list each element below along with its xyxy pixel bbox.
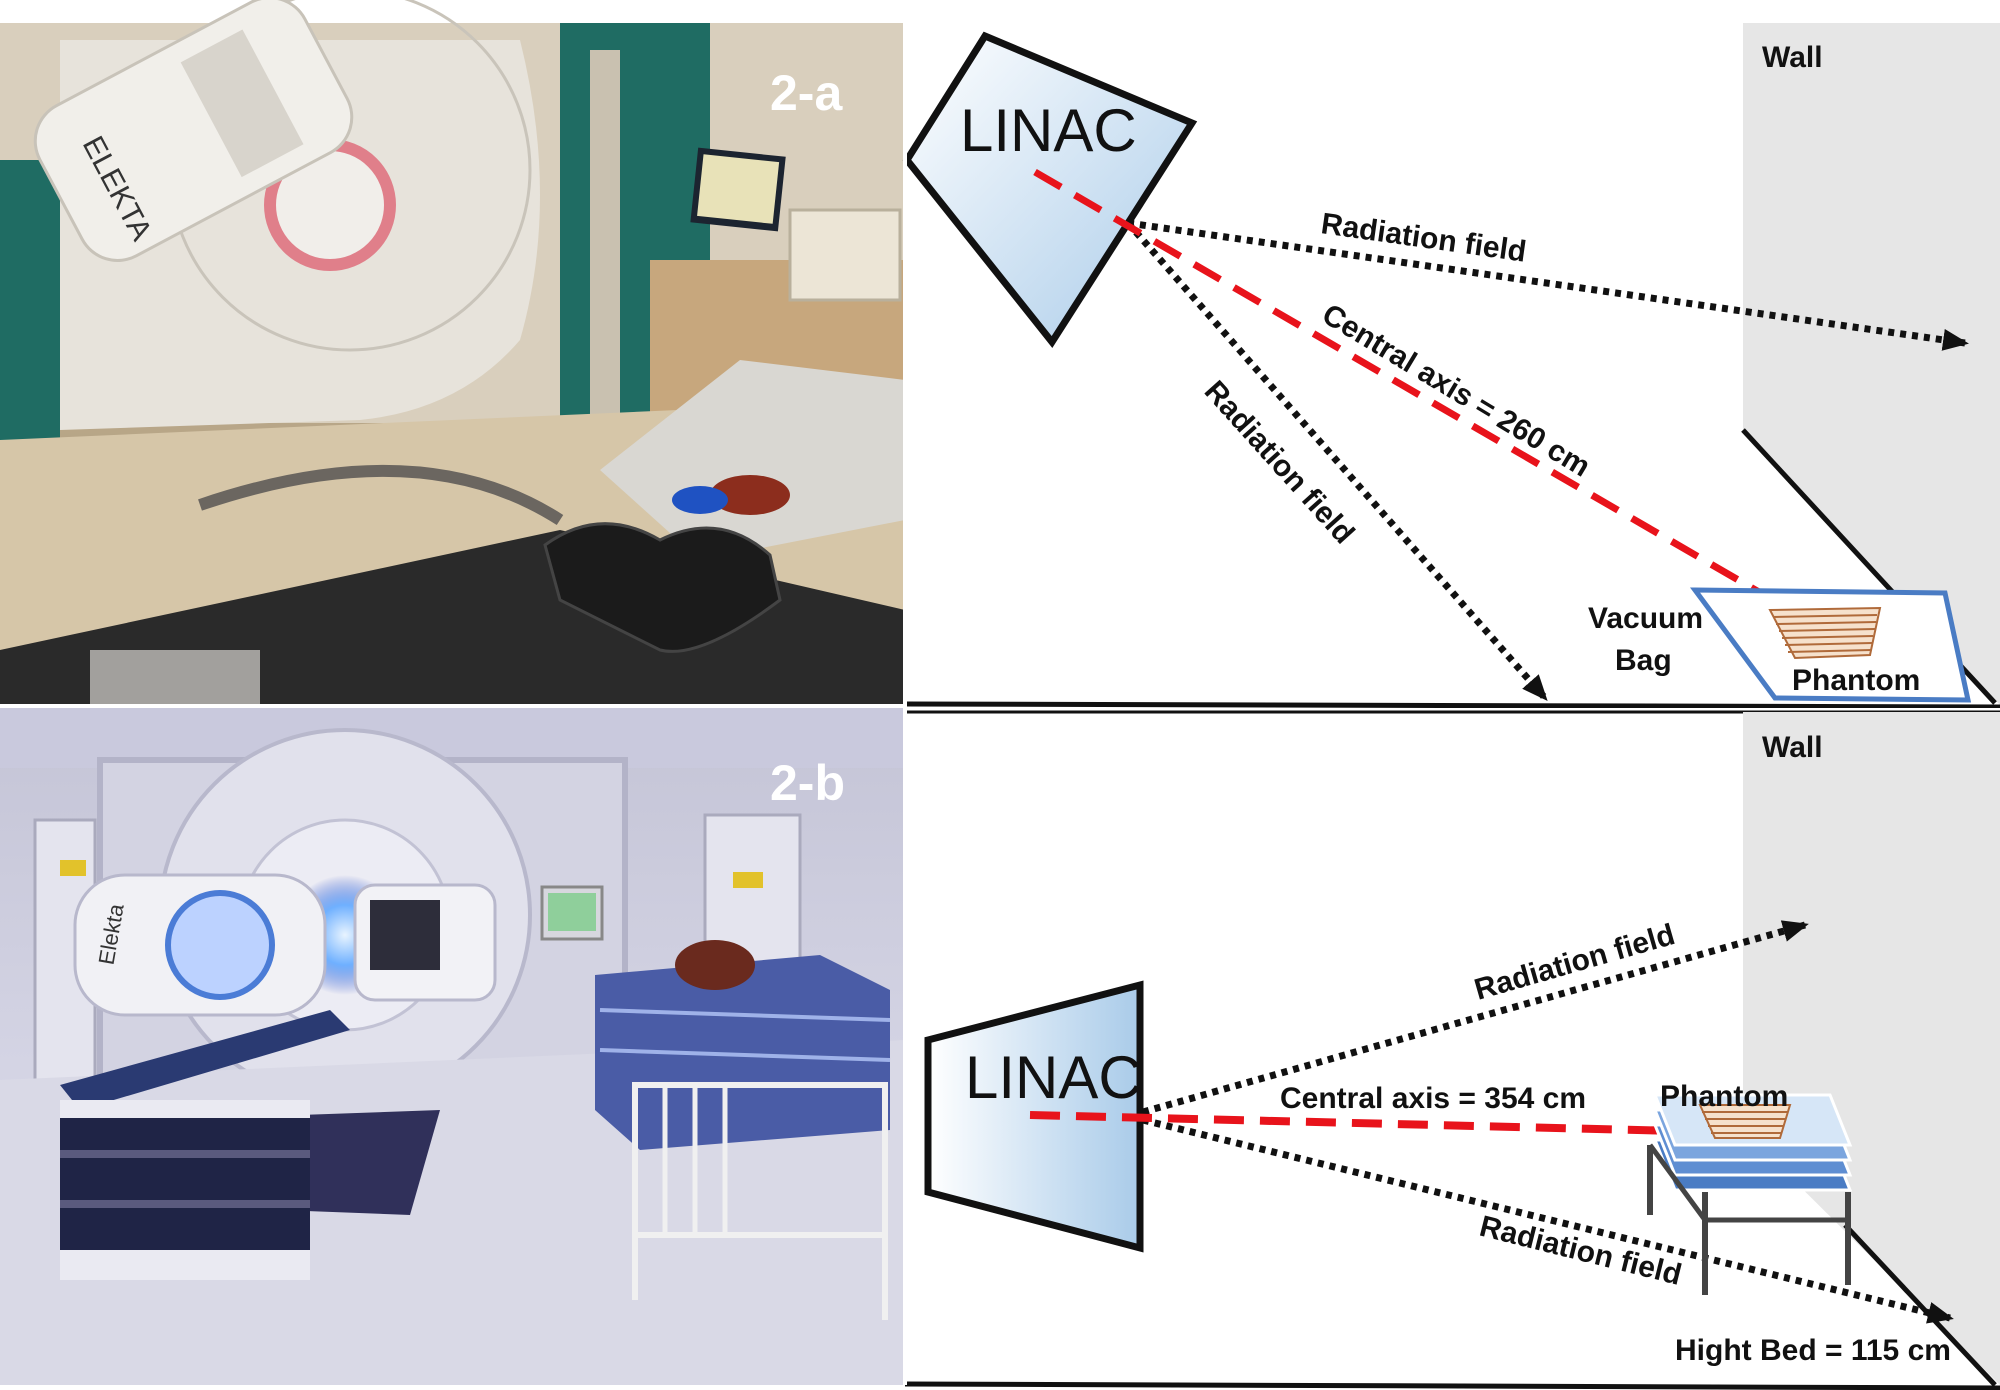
photo-2b-couch-stripe1: [60, 1100, 310, 1118]
vacuum-bag-label-2a: Vacuum: [1588, 602, 1703, 635]
table-rail-side: [1647, 1143, 1708, 1222]
phantom-layer-line: [1781, 635, 1874, 639]
wall-label-2a: Wall: [1762, 41, 1823, 74]
photo-2a-floor-ring: [198, 464, 564, 526]
photo-2b-phantom: [675, 940, 755, 990]
radiation-field-upper-label-2a: Radiation field: [1319, 207, 1528, 268]
phantom-layer-line: [1778, 628, 1876, 632]
central-axis-2b: [1029, 1111, 1761, 1137]
photo-2b-couch-top: [60, 1010, 350, 1110]
phantom-layer-line: [1784, 642, 1873, 646]
photo-2a-accessory: [90, 650, 260, 705]
photo-2b-couch-stripe3: [60, 1200, 310, 1208]
photo-2b-couch-base-foot: [60, 1250, 310, 1280]
central-axis-label-2a: Central axis = 260 cm: [1316, 298, 1595, 484]
photo-2a-gantry-head: ELEKTA: [33, 0, 354, 262]
photo-2a: ELEKTA 2-a: [0, 0, 905, 705]
wall-2a: [1743, 23, 2000, 705]
floor-line-2a: [904, 701, 2000, 710]
radiation-field-upper-2a: [1127, 219, 1969, 351]
vacuum-bag-label2-2a: Bag: [1615, 644, 1672, 677]
bed-height-label: Hight Bed = 115 cm: [1675, 1334, 1951, 1367]
photo-2b-mattress-line1: [599, 1008, 891, 1022]
photo-2b: Elekta 2-b: [0, 708, 905, 1385]
photo-2b-floor-plate: [280, 1110, 440, 1215]
phantom-layer-line: [1772, 614, 1878, 618]
photo-2a-monitor-screen: [697, 154, 780, 224]
diagram-2b: Wall LINAC Radiation field Central axis …: [904, 708, 2000, 1390]
linac-label-2b: LINAC: [965, 1044, 1142, 1111]
photo-2a-head-rest: [543, 522, 782, 653]
photo-2b-head-window: [165, 890, 275, 1000]
floor-line-2b: [904, 1381, 2000, 1390]
photo-2b-warning-right: [733, 872, 763, 888]
phantom-layer-line: [1787, 649, 1872, 653]
photo-2b-warning-left: [60, 860, 86, 876]
phantom-label-2a: Phantom: [1792, 664, 1920, 697]
linac-label-2a: LINAC: [960, 97, 1137, 164]
photo-2b-mattress-line2: [599, 1048, 891, 1062]
central-axis-label-2b: Central axis = 354 cm: [1280, 1082, 1586, 1115]
photo-2b-mattress-stack: [595, 955, 890, 1150]
photo-2a-wall-box: [788, 208, 902, 302]
phantom-layer-line: [1775, 621, 1877, 625]
phantom-label-2b: Phantom: [1660, 1080, 1788, 1113]
photo-2b-imager-panel: [370, 900, 440, 970]
linac-head-2a: [902, 31, 1198, 349]
wall-2b: [1743, 712, 2000, 1385]
photo-2a-phantom: [710, 475, 790, 515]
photo-2b-bed-frame: [632, 1082, 888, 1238]
photo-2a-door-edge: [590, 50, 620, 420]
wall-label-2b: Wall: [1762, 731, 1823, 764]
photo-2b-couch-stripe2: [60, 1150, 310, 1158]
photo-2b-monitor-screen: [548, 893, 596, 931]
photo-2a-bench: [600, 360, 905, 560]
photo-2a-left-frame: [0, 160, 60, 460]
diagram-2a: Wall LINAC Radiation field Central axis …: [902, 23, 2000, 710]
tag-2b: 2-b: [770, 755, 845, 811]
central-axis-2a: [1033, 168, 1792, 614]
tag-2a: 2-a: [770, 65, 843, 121]
photo-2a-vacuum-bag: [672, 486, 728, 514]
radiation-field-lower-2a: [1125, 220, 1548, 702]
wall-base-line-2b: [1843, 1223, 1997, 1387]
